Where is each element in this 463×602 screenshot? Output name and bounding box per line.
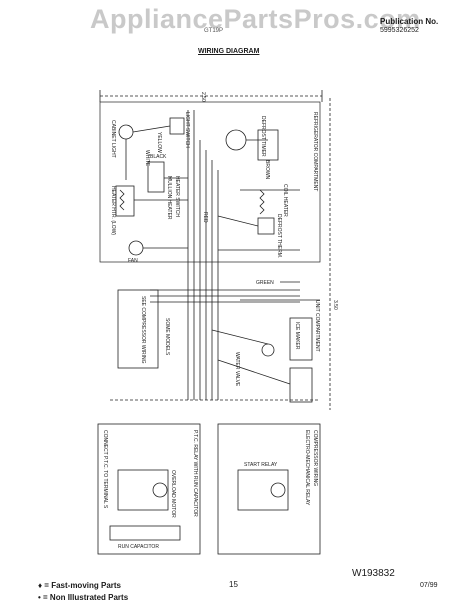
publication-label: Publication No. bbox=[380, 17, 439, 26]
page-number: 15 bbox=[229, 580, 238, 589]
model-number: GT19P bbox=[204, 28, 224, 34]
label-mullion-heater: MULLION HEATER bbox=[166, 176, 172, 220]
label-fan: FAN bbox=[128, 258, 138, 264]
label-heater-switch: HEATER SWITCH bbox=[174, 176, 180, 217]
drawing-number: W193832 bbox=[352, 568, 395, 579]
label-overload-motor: OVERLOAD MOTOR bbox=[170, 470, 176, 518]
label-water-valve: WATER VALVE bbox=[234, 352, 240, 387]
label-heater-htr: HEATER HTR. (LOW) bbox=[110, 186, 116, 235]
label-red: RED bbox=[202, 212, 208, 223]
diagram-title: WIRING DIAGRAM bbox=[198, 48, 260, 55]
label-defrost-timer: DEFROST TIMER bbox=[260, 116, 266, 157]
publication-number: 5995326252 bbox=[380, 27, 419, 34]
legend-non-illustrated: • = Non Illustrated Parts bbox=[38, 593, 129, 602]
label-light-switch: LIGHT SWITCH bbox=[184, 112, 190, 148]
label-cabinet-light: CABINET LIGHT bbox=[110, 120, 116, 158]
label-white: WHITE bbox=[144, 150, 150, 167]
label-ptc-note: CONNECT P.T.C. TO TERMINAL S bbox=[102, 430, 108, 509]
dimension-right: 3.50 bbox=[332, 300, 338, 310]
label-black: BLACK bbox=[150, 154, 167, 160]
label-compressor-wiring: COMPRESSOR WIRING bbox=[312, 430, 318, 486]
label-refrigerator-compartment: REFRIGERATOR COMPARTMENT bbox=[312, 112, 318, 191]
label-see-compressor-wiring: SEE COMPRESSOR WIRING bbox=[140, 296, 146, 364]
label-start-relay: START RELAY bbox=[244, 462, 278, 468]
label-unit-compartment: UNIT COMPARTMENT bbox=[314, 300, 320, 352]
label-coil-heater: COIL HEATER bbox=[282, 184, 288, 217]
label-some-models: SOME MODELS bbox=[164, 318, 170, 356]
label-green: GREEN bbox=[256, 280, 274, 286]
label-defrost-therm: DEFROST THERM. bbox=[276, 214, 282, 258]
label-run-capacitor: RUN CAPACITOR bbox=[118, 544, 159, 550]
label-yellow: YELLOW bbox=[156, 132, 162, 153]
label-ice-maker: ICE MAKER bbox=[294, 322, 300, 350]
label-brown: BROWN bbox=[264, 160, 270, 180]
label-electro-mechanical-relay: ELECTRO-MECHANICAL RELAY bbox=[304, 430, 310, 506]
label-ptc-relay: P.T.C. RELAY WITH RUN CAPACITOR bbox=[192, 430, 198, 517]
revision-date: 07/99 bbox=[420, 582, 438, 589]
watermark: AppliancePartsPros.com bbox=[90, 4, 421, 34]
legend-fast-moving: ♦ = Fast-moving Parts bbox=[38, 581, 121, 590]
dimension-top: 2.50 bbox=[200, 92, 206, 102]
